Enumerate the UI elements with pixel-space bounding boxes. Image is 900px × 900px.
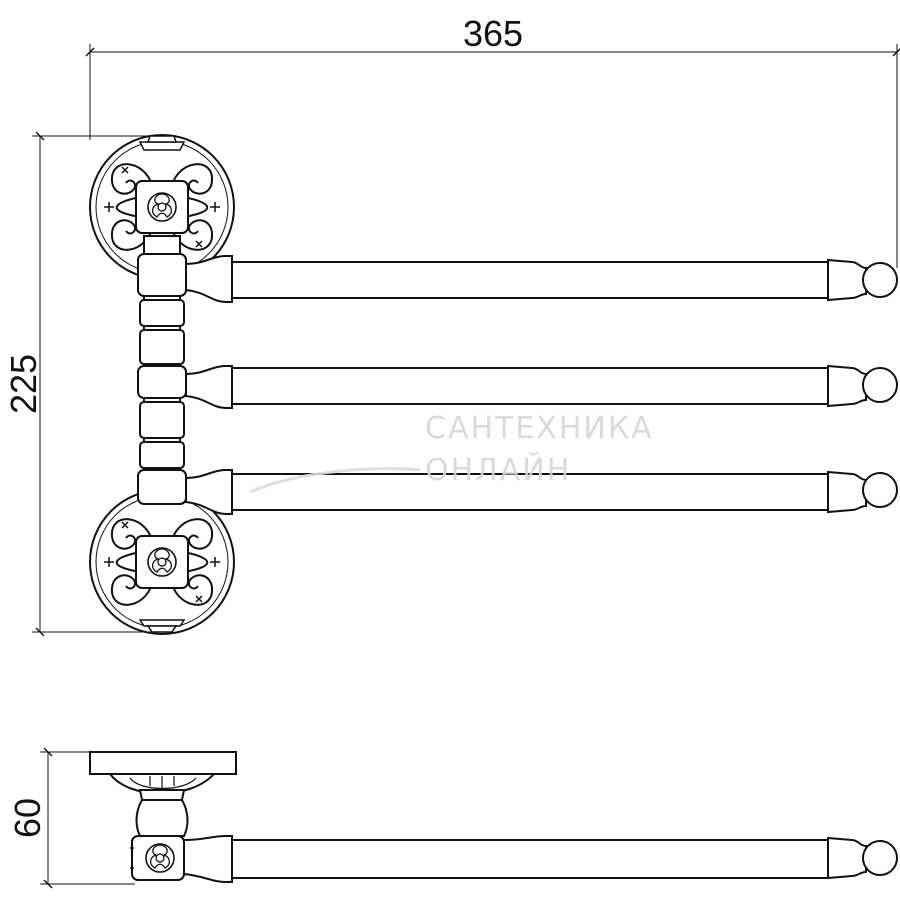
watermark: САНТЕХНИКА ОНЛАЙН — [249, 411, 654, 494]
top-view-body — [89, 751, 237, 881]
front-view: 365 225 — [3, 13, 900, 637]
bar-top — [185, 255, 898, 303]
top-crown — [138, 135, 186, 151]
width-label: 365 — [463, 13, 523, 54]
bar-middle — [185, 364, 898, 409]
top-view-bar — [183, 835, 898, 883]
vertical-post — [137, 235, 187, 505]
depth-label: 60 — [7, 798, 48, 838]
bar-bottom — [185, 469, 898, 515]
top-view: 60 — [7, 747, 898, 889]
watermark-line2: ОНЛАЙН — [425, 452, 571, 488]
width-dimension — [85, 44, 900, 268]
height-label: 225 — [3, 354, 44, 414]
towel-bars — [185, 255, 898, 515]
depth-dimension — [40, 747, 135, 889]
bottom-crown — [138, 619, 186, 633]
watermark-line1: САНТЕХНИКА — [425, 411, 654, 446]
